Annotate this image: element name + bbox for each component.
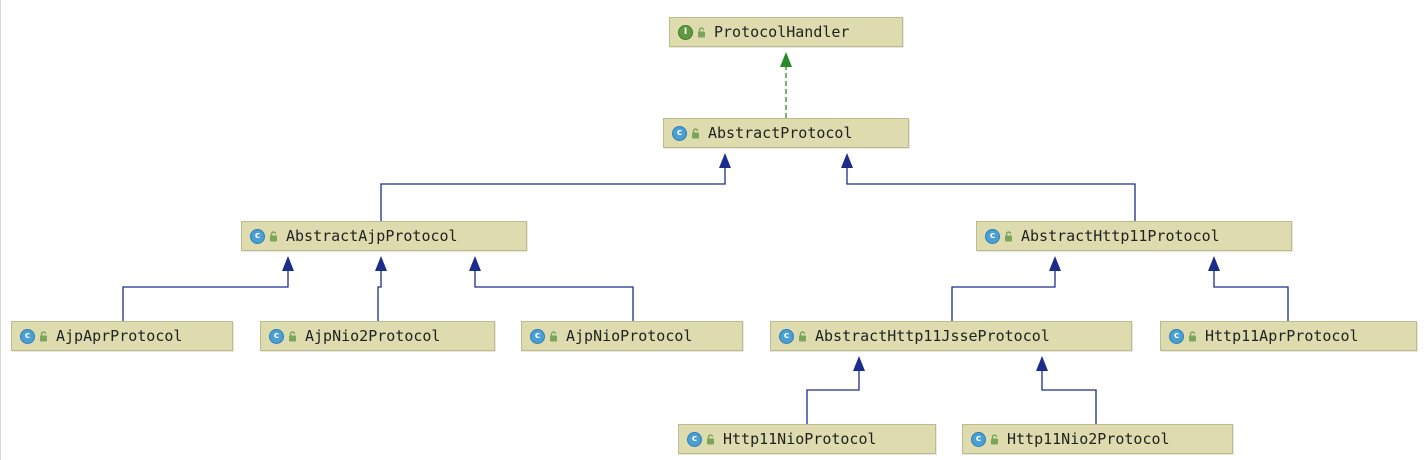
class-icon: c [779, 328, 794, 344]
lock-icon [707, 433, 714, 444]
node-ajp-nio-protocol[interactable]: c AjpNioProtocol [521, 321, 743, 351]
arrowhead [469, 256, 481, 271]
extends-edge [806, 370, 860, 424]
class-icon: c [971, 431, 986, 447]
extends-edge [474, 270, 634, 321]
node-protocol-handler[interactable]: I ProtocolHandler [669, 17, 903, 47]
node-abstract-http11-jsse-protocol[interactable]: c AbstractHttp11JsseProtocol [770, 321, 1132, 351]
class-icon: c [530, 328, 545, 344]
class-icon: c [985, 228, 1000, 244]
class-icon: c [1169, 328, 1184, 344]
class-icon: c [20, 328, 35, 344]
node-abstract-ajp-protocol[interactable]: c AbstractAjpProtocol [241, 221, 527, 251]
node-label: Http11NioProtocol [723, 430, 877, 448]
class-icon: c [672, 125, 687, 141]
lock-icon [991, 433, 998, 444]
class-icon: c [269, 328, 284, 344]
node-label: Http11AprProtocol [1205, 327, 1359, 345]
extends-edge [377, 270, 382, 321]
node-label: AbstractAjpProtocol [286, 227, 458, 245]
arrowhead [282, 256, 294, 271]
lock-icon [692, 127, 699, 138]
node-label: Http11Nio2Protocol [1007, 430, 1170, 448]
node-ajp-apr-protocol[interactable]: c AjpAprProtocol [11, 321, 233, 351]
arrowhead [375, 256, 387, 271]
node-http11-nio-protocol[interactable]: c Http11NioProtocol [678, 424, 936, 454]
extends-edge [951, 270, 1056, 321]
node-http11-apr-protocol[interactable]: c Http11AprProtocol [1160, 321, 1417, 351]
node-label: ProtocolHandler [714, 23, 850, 41]
lock-icon [550, 330, 557, 341]
node-label: AjpAprProtocol [56, 327, 183, 345]
extends-edge [1041, 370, 1097, 424]
arrowhead [1049, 256, 1061, 271]
arrowhead [1208, 256, 1220, 271]
class-icon: c [687, 431, 702, 447]
node-ajp-nio2-protocol[interactable]: c AjpNio2Protocol [260, 321, 495, 351]
extends-edge [122, 270, 289, 321]
node-label: AjpNio2Protocol [305, 327, 441, 345]
arrowhead [841, 153, 853, 168]
extends-edge [1213, 270, 1289, 321]
node-abstract-protocol[interactable]: c AbstractProtocol [663, 118, 909, 148]
node-label: AjpNioProtocol [566, 327, 693, 345]
arrowhead [719, 153, 731, 168]
lock-icon [40, 330, 47, 341]
node-label: AbstractHttp11Protocol [1021, 227, 1220, 245]
node-abstract-http11-protocol[interactable]: c AbstractHttp11Protocol [976, 221, 1292, 251]
arrowhead [1036, 356, 1048, 371]
node-label: AbstractProtocol [708, 124, 853, 142]
arrowhead [853, 356, 865, 371]
lock-icon [698, 26, 705, 37]
lock-icon [270, 230, 277, 241]
class-icon: c [250, 228, 265, 244]
arrowhead [780, 52, 792, 67]
lock-icon [289, 330, 296, 341]
extends-edge [846, 167, 1136, 221]
lock-icon [799, 330, 806, 341]
extends-edge [380, 167, 726, 221]
lock-icon [1005, 230, 1012, 241]
lock-icon [1189, 330, 1196, 341]
node-http11-nio2-protocol[interactable]: c Http11Nio2Protocol [962, 424, 1233, 454]
interface-icon: I [678, 24, 693, 40]
node-label: AbstractHttp11JsseProtocol [815, 327, 1050, 345]
